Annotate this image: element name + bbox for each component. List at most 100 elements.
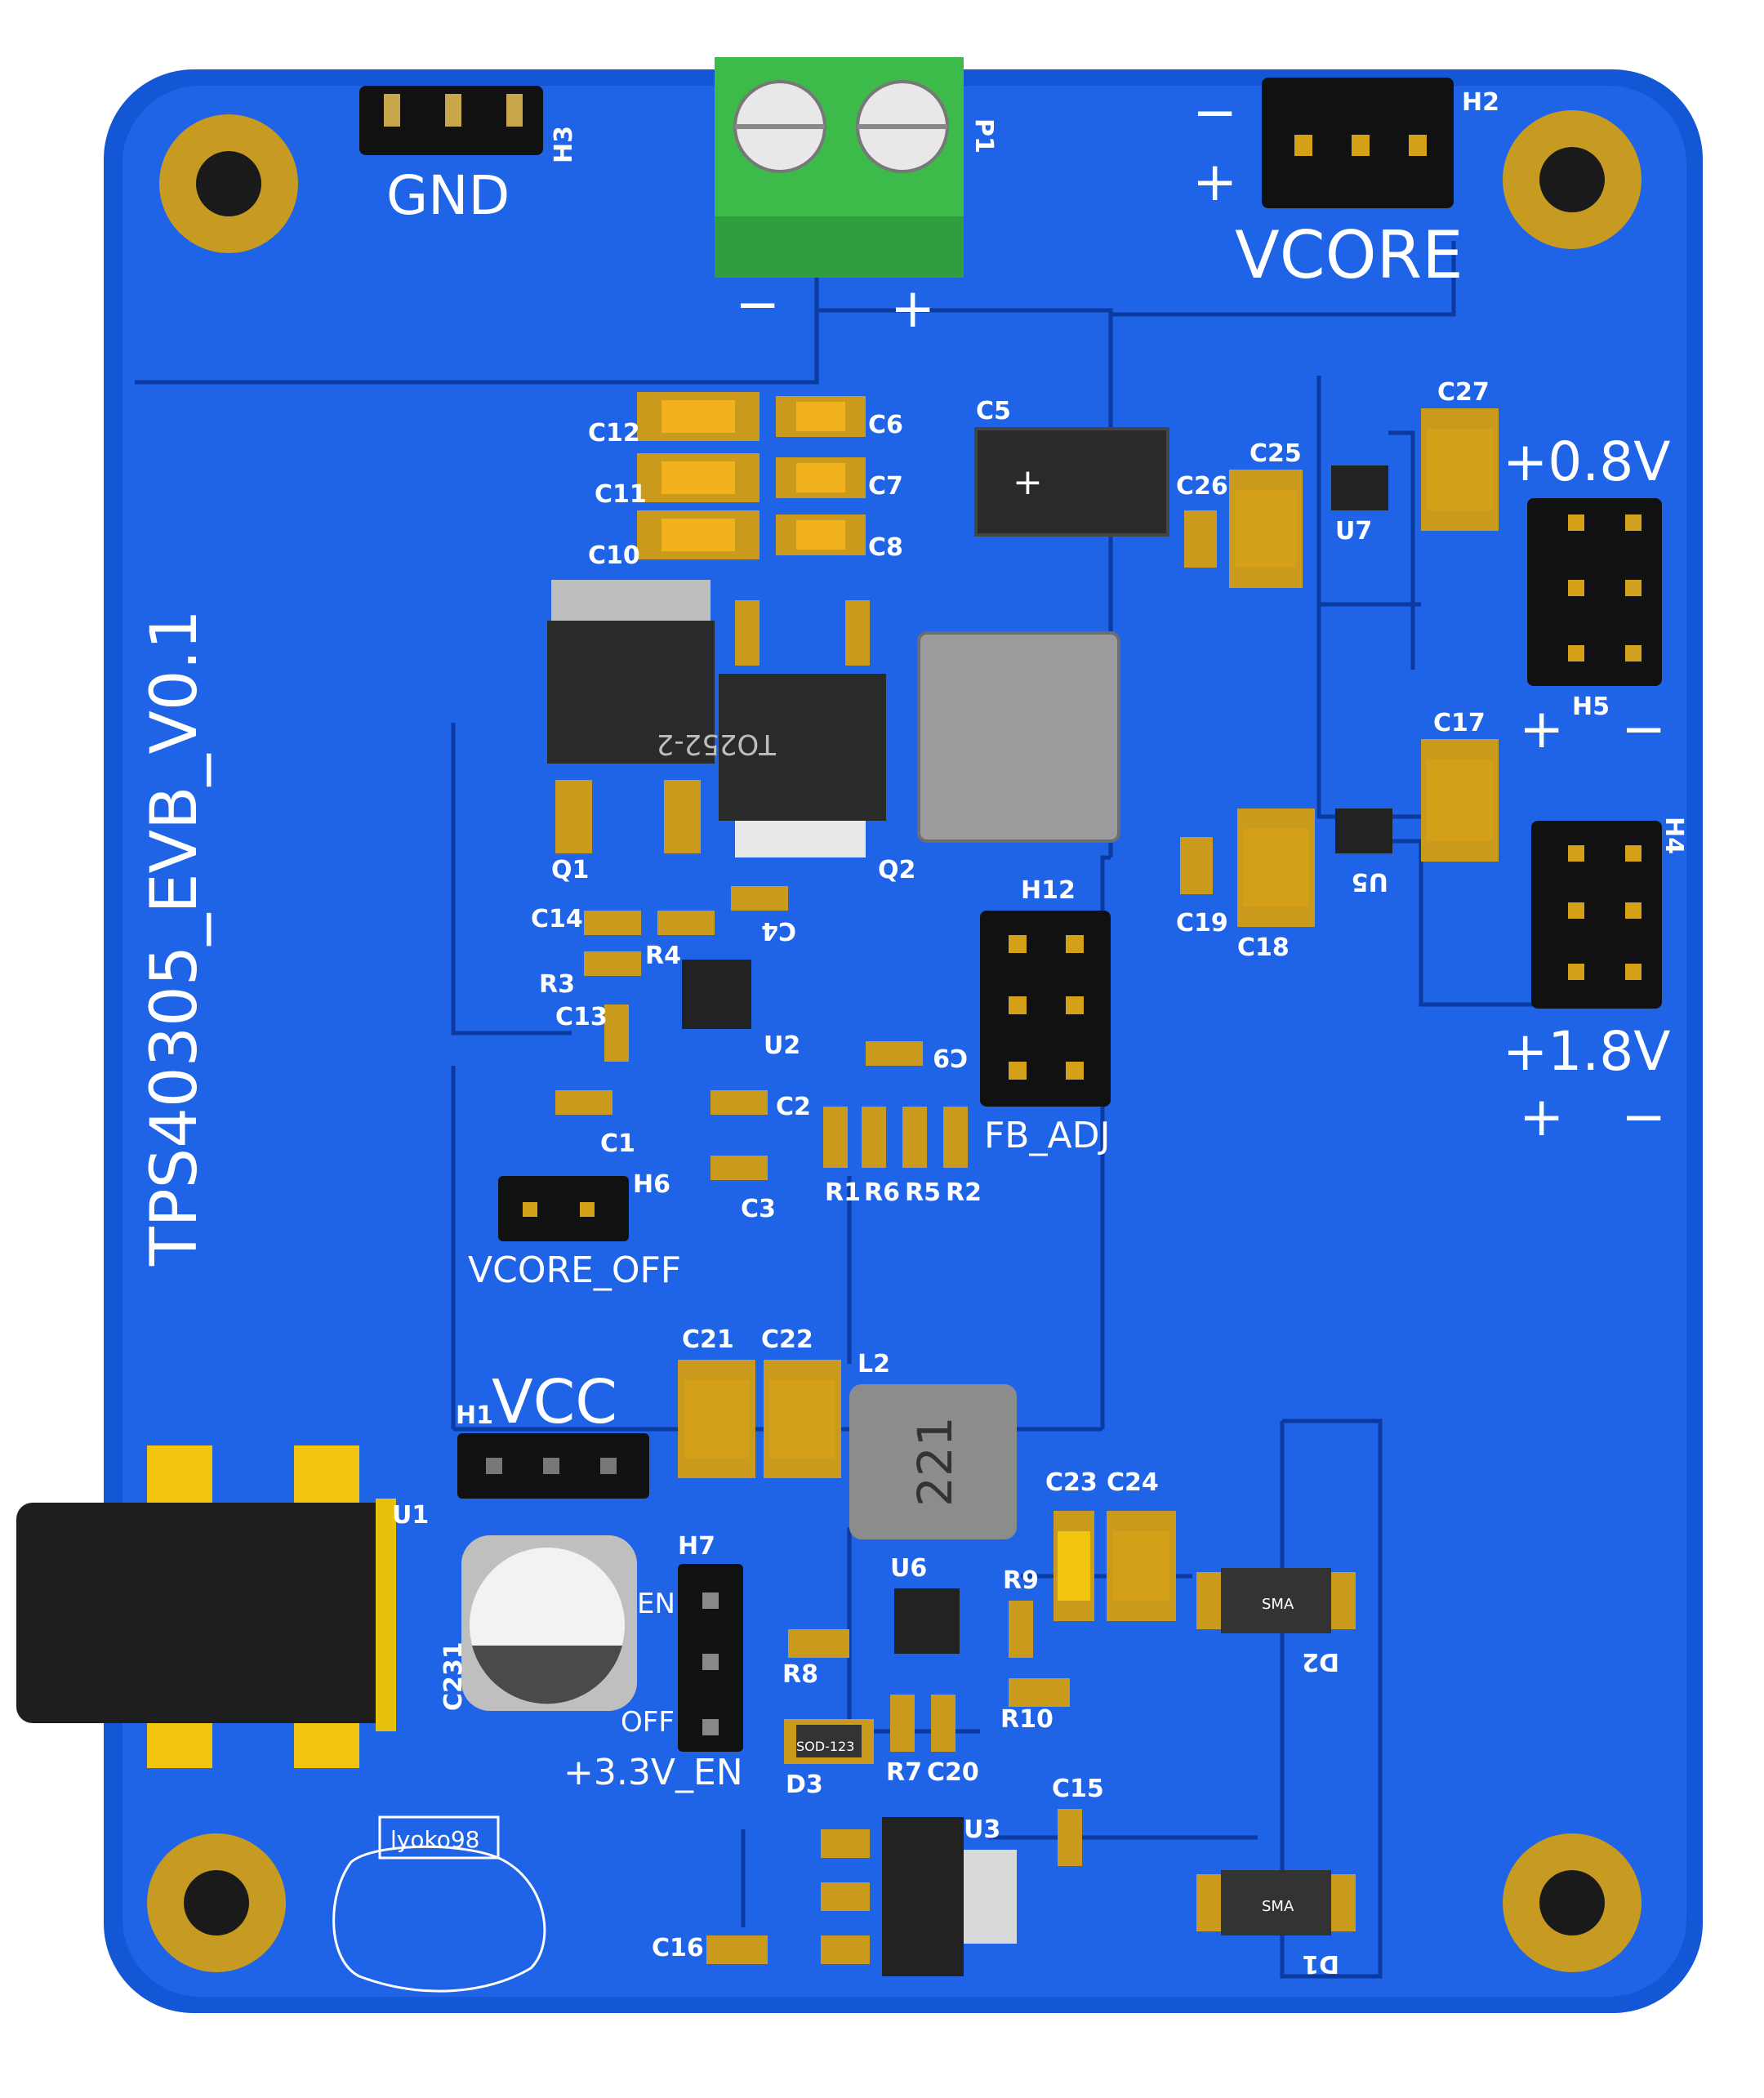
d3-ref: D3	[786, 1771, 823, 1799]
u5-ref: U5	[1352, 867, 1388, 896]
svg-text:+: +	[1013, 461, 1043, 503]
c25-ref: C25	[1250, 439, 1302, 468]
d3-pkg: SOD-123	[796, 1739, 854, 1754]
c10-ref: C10	[588, 541, 640, 570]
fb-adj-label: FB_ADJ	[984, 1115, 1110, 1156]
logo-sketch	[332, 1815, 546, 1993]
terminal-block-p1[interactable]	[715, 57, 964, 278]
u1-ref: U1	[392, 1501, 429, 1530]
p1-minus: −	[735, 273, 780, 336]
c9-ref: C9	[933, 1043, 968, 1071]
diode-d1	[1196, 1870, 1356, 1935]
u7-ref: U7	[1335, 517, 1372, 546]
off-label: OFF	[621, 1706, 675, 1739]
c5-ref: C5	[976, 397, 1011, 425]
out18-label: +1.8V	[1503, 1020, 1670, 1083]
c22-ref: C22	[761, 1325, 813, 1354]
r9-ref: R9	[1003, 1566, 1039, 1595]
header-h12[interactable]	[980, 911, 1111, 1107]
h3-label: H3	[550, 126, 578, 163]
h4-label: H4	[1659, 817, 1688, 854]
r2-ref: R2	[946, 1178, 982, 1207]
c17-ref: C17	[1433, 709, 1486, 737]
c11-ref: C11	[595, 480, 647, 509]
c8-ref: C8	[868, 533, 903, 562]
c2-ref: C2	[776, 1093, 811, 1121]
c3-ref: C3	[741, 1195, 776, 1223]
regulator-u3	[706, 1809, 1082, 1976]
u6-ref: U6	[890, 1554, 927, 1583]
r10-ref: R10	[1000, 1705, 1054, 1734]
en-label: EN	[637, 1588, 675, 1620]
c4-ref: C4	[761, 916, 796, 945]
h7-ref: H7	[678, 1532, 715, 1561]
board-title: TPS40305_EVB_V0.1	[138, 609, 212, 1267]
c20-ref: C20	[927, 1758, 979, 1787]
c12-ref: C12	[588, 419, 640, 448]
logo-text: lyoko98	[390, 1826, 479, 1853]
h2-minus: −	[1192, 81, 1237, 144]
svg-text:221: 221	[907, 1416, 963, 1507]
p1-plus: +	[890, 277, 935, 340]
c231-ref: C231	[439, 1641, 468, 1711]
r5-ref: R5	[905, 1178, 941, 1207]
h6-label: H6	[633, 1170, 670, 1199]
c18-ref: C18	[1237, 933, 1290, 962]
c24-ref: C24	[1107, 1468, 1159, 1497]
d2-pkg: SMA	[1262, 1596, 1294, 1613]
q2-ref: Q2	[878, 856, 915, 884]
vcore-label: VCORE	[1235, 217, 1463, 293]
q1-ref: Q1	[551, 856, 589, 884]
dc-jack-u1[interactable]	[16, 1445, 396, 1768]
u3-ref: U3	[964, 1815, 1000, 1844]
h12-label: H12	[1021, 876, 1076, 905]
svg-text:TO252-2: TO252-2	[657, 728, 777, 760]
mosfet-q1	[547, 580, 715, 853]
h4-plus: +	[1519, 1085, 1564, 1148]
vout08-parts	[1184, 408, 1499, 588]
h2-plus: +	[1192, 150, 1237, 213]
gnd-label: GND	[386, 164, 510, 227]
mounting-holes	[147, 110, 1642, 1972]
c16-ref: C16	[652, 1934, 704, 1962]
c6-ref: C6	[868, 411, 903, 439]
inductor-l2: 221	[849, 1384, 1017, 1539]
d1-pkg: SMA	[1262, 1898, 1294, 1915]
header-h5[interactable]	[1527, 498, 1662, 686]
cap-bank	[637, 392, 866, 559]
c21-ref: C21	[682, 1325, 734, 1354]
c19-ref: C19	[1176, 909, 1228, 938]
h5-label: H5	[1572, 693, 1610, 721]
buck2-output	[1054, 1511, 1176, 1621]
out08-label: +0.8V	[1503, 430, 1670, 493]
c1-ref: C1	[600, 1129, 635, 1158]
header-h1[interactable]	[457, 1433, 649, 1499]
h2-label: H2	[1462, 88, 1499, 117]
header-h4[interactable]	[1531, 821, 1662, 1009]
inductor-l1	[917, 631, 1120, 843]
capacitor-c231	[461, 1535, 637, 1711]
c27-ref: C27	[1437, 378, 1490, 407]
capacitor-c5: +	[974, 427, 1169, 537]
header-h2[interactable]	[1262, 78, 1454, 208]
header-h3[interactable]	[359, 86, 543, 155]
h4-minus: −	[1621, 1085, 1666, 1148]
r7-ref: R7	[886, 1758, 922, 1787]
header-h6[interactable]	[498, 1176, 629, 1241]
l2-ref: L2	[858, 1350, 890, 1379]
h5-minus: −	[1621, 697, 1666, 760]
c7-ref: C7	[868, 472, 903, 501]
p1-label: P1	[969, 118, 998, 154]
controller-passives	[555, 886, 968, 1180]
header-h7[interactable]	[678, 1564, 743, 1752]
h5-plus: +	[1519, 697, 1564, 760]
vcc-label: VCC	[492, 1367, 617, 1437]
c14-ref: C14	[531, 905, 583, 933]
c13-ref: C13	[555, 1003, 608, 1031]
d2-ref: D2	[1302, 1647, 1339, 1676]
r3-ref: R3	[539, 970, 575, 999]
mosfet-q2: TO252-2	[657, 600, 886, 857]
r4-ref: R4	[645, 942, 681, 970]
diode-d2	[1196, 1568, 1356, 1633]
